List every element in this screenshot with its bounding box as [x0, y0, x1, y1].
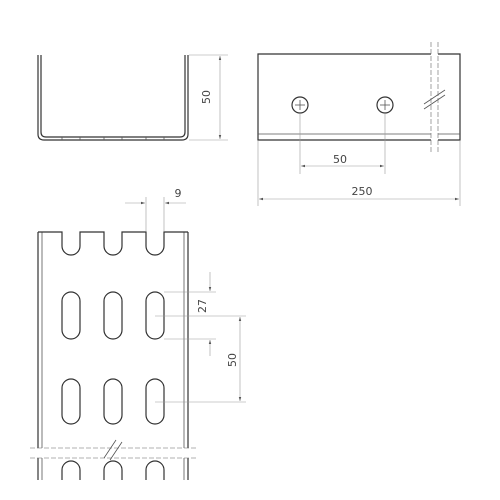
- dimension-overall-length: 250: [257, 141, 461, 206]
- side-view-end-segment: [438, 53, 461, 141]
- mounting-hole-left: [291, 96, 309, 114]
- dimension-label-side-height: 50: [200, 90, 213, 104]
- side-view: 50 250: [257, 42, 461, 206]
- break-symbol-side-view: [423, 42, 446, 152]
- dimension-label-hole-spacing: 50: [333, 153, 347, 166]
- slot-row-upper: [61, 291, 165, 340]
- dimension-slot-pitch: 50: [155, 315, 246, 403]
- break-symbol-front-view: [30, 439, 196, 461]
- u-profile-inner: [40, 55, 186, 138]
- dimension-side-height: 50: [189, 54, 228, 141]
- bottom-edge-notches: [61, 460, 165, 480]
- dimension-slot-width: 9: [125, 187, 186, 231]
- mounting-hole-right: [376, 96, 394, 114]
- dimension-label-slot-length: 27: [196, 299, 209, 313]
- top-edge-notches: [38, 231, 188, 256]
- u-profile-slot-marks: [61, 137, 165, 140]
- front-view: 9 27 50: [30, 187, 246, 480]
- dimension-label-slot-pitch: 50: [226, 353, 239, 367]
- dimension-label-overall-length: 250: [352, 185, 373, 198]
- dimension-label-slot-width: 9: [175, 187, 182, 200]
- dimension-hole-spacing: 50: [299, 114, 386, 174]
- u-profile-outer: [37, 55, 189, 141]
- u-profile-view: 50: [37, 54, 228, 141]
- side-view-outline: [257, 53, 431, 141]
- slot-row-lower: [61, 378, 165, 425]
- dimension-slot-length: 27: [164, 272, 216, 356]
